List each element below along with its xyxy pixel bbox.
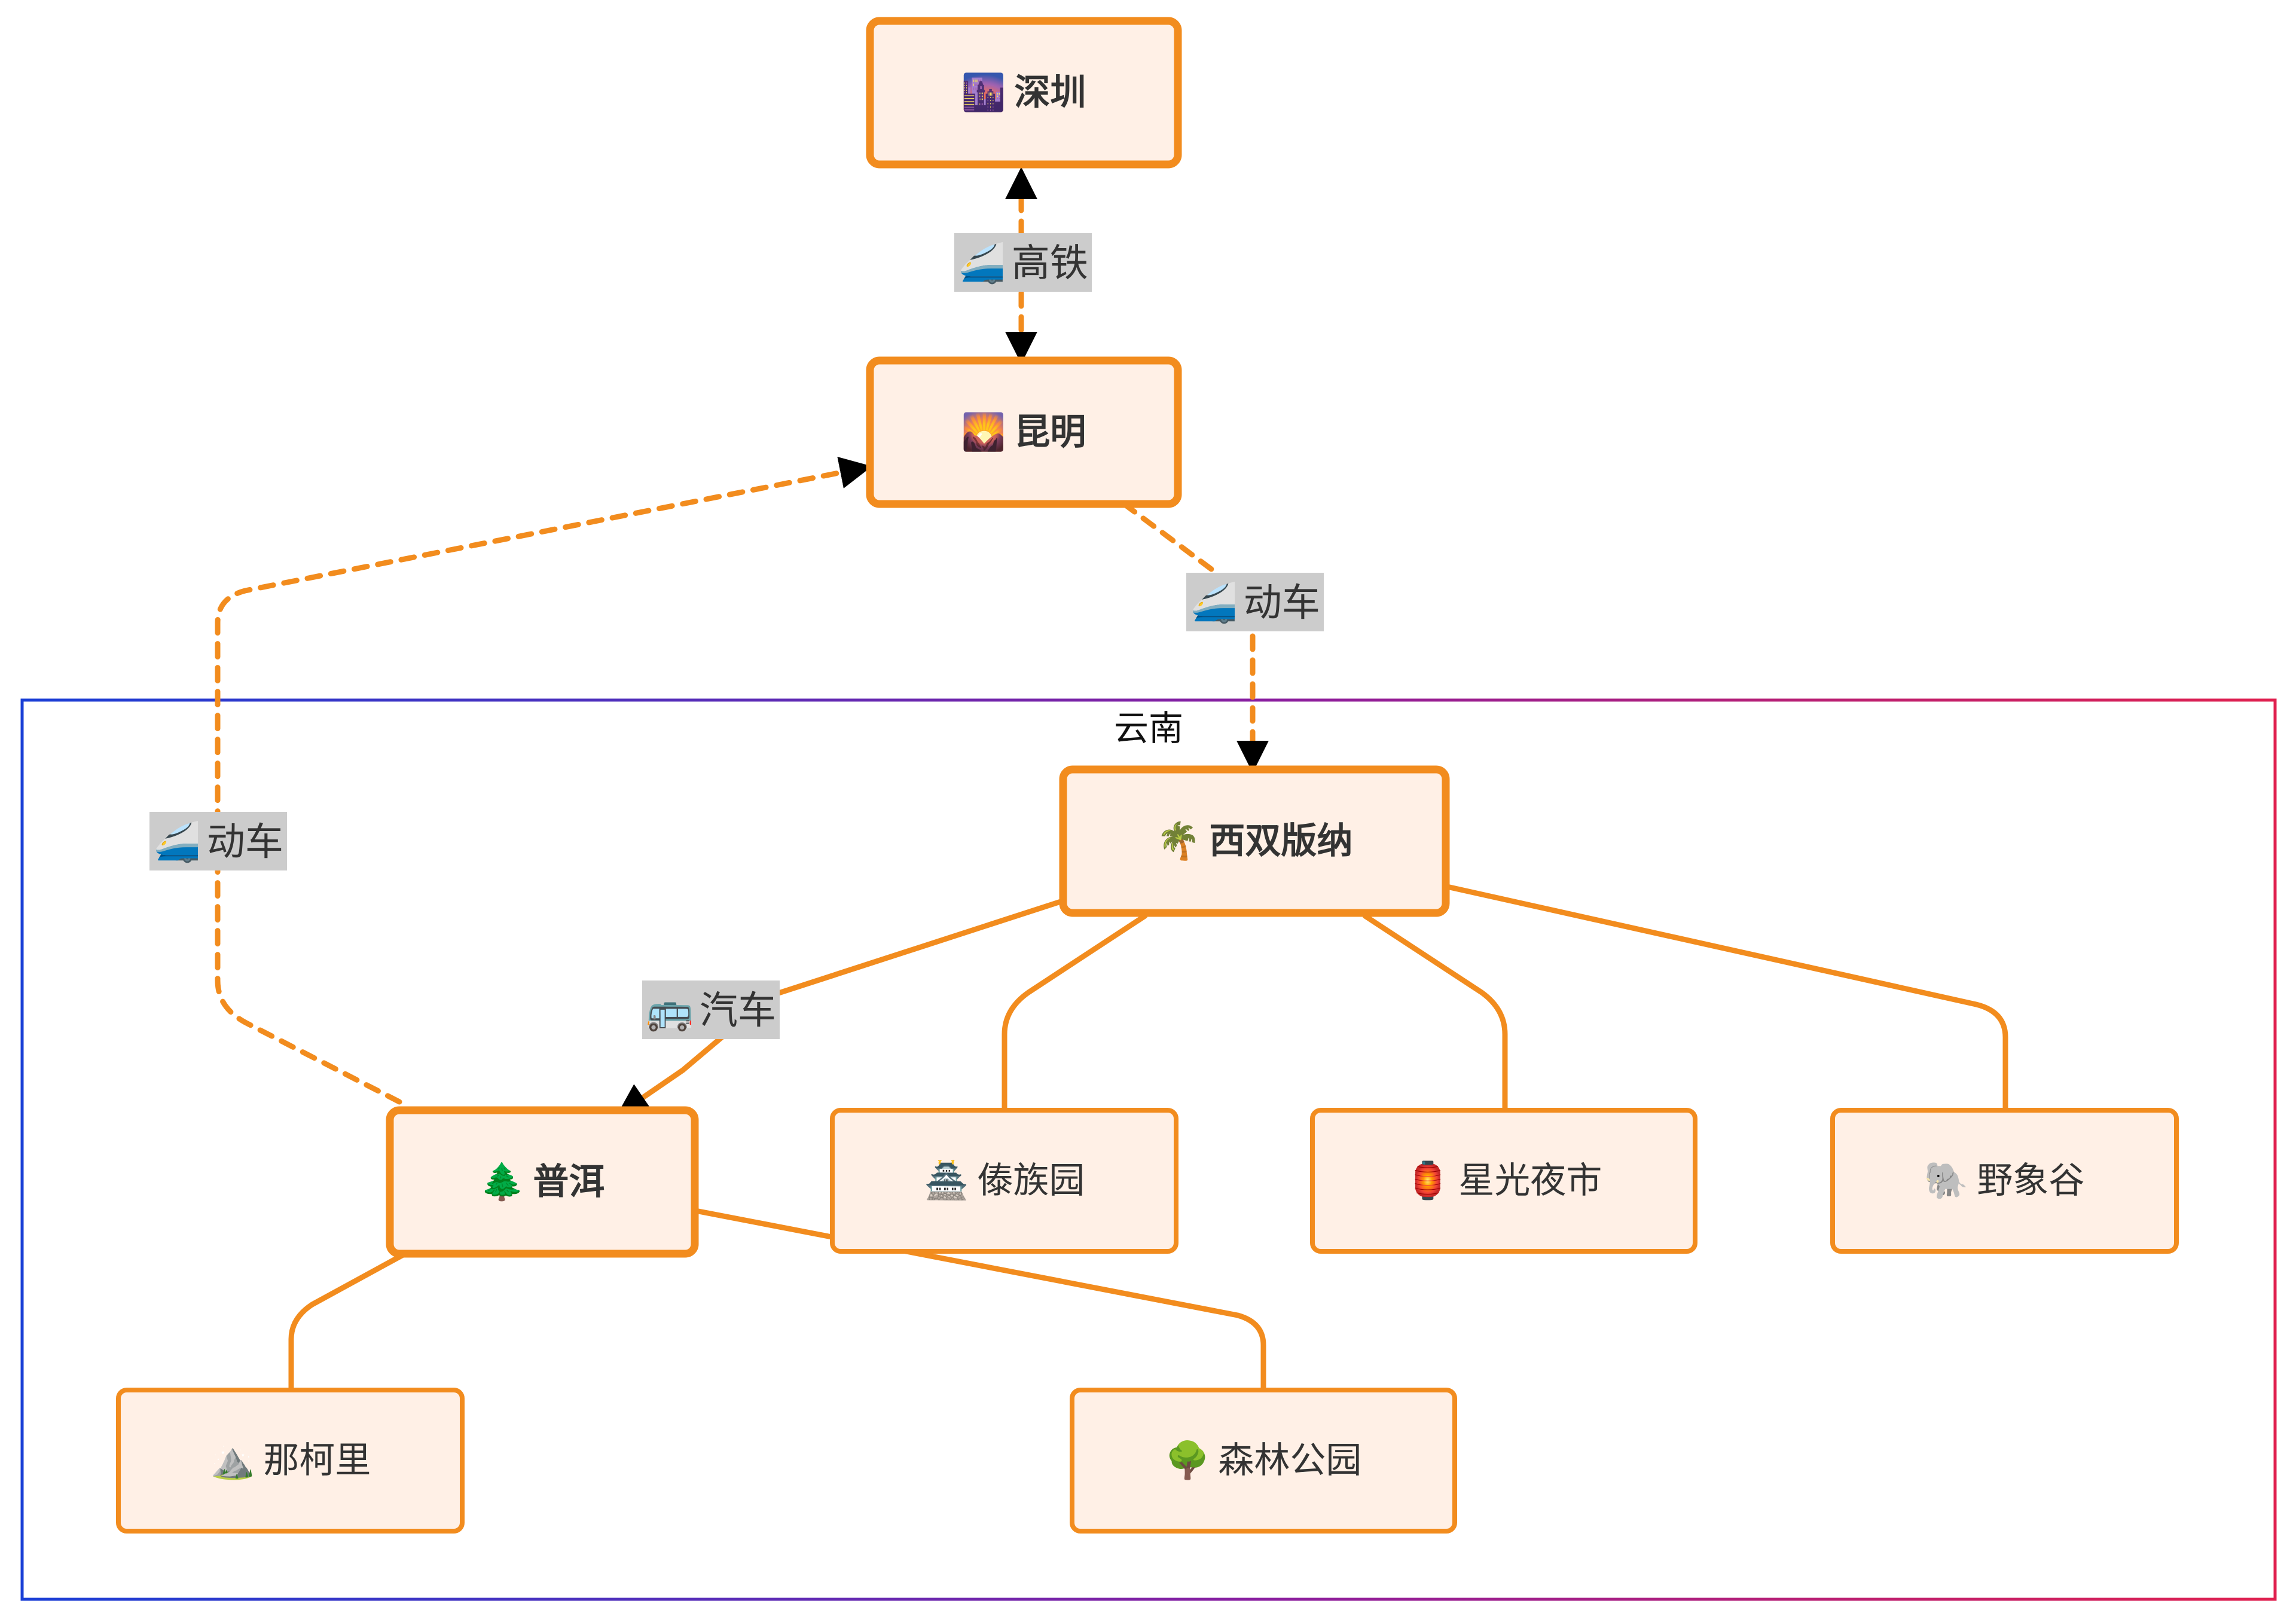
- evergreen-tree-icon: 🌲: [480, 1161, 525, 1203]
- edge-xsbn-night-market: [1362, 913, 1508, 1112]
- svg-text:🚄动车: 🚄动车: [1190, 581, 1320, 625]
- svg-text:🌴西双版纳: 🌴西双版纳: [1156, 820, 1353, 862]
- red-lantern-icon: 🏮: [1406, 1160, 1451, 1202]
- node-daizuyuan[interactable]: 🏯傣族园: [830, 1108, 1178, 1254]
- svg-text:🌲普洱: 🌲普洱: [480, 1161, 605, 1203]
- svg-text:🐘野象谷: 🐘野象谷: [1924, 1160, 2085, 1202]
- bullet-train-icon: 🚄: [1190, 581, 1238, 625]
- svg-text:🌆深圳: 🌆深圳: [961, 72, 1086, 114]
- svg-text:🌄昆明: 🌄昆明: [961, 411, 1086, 453]
- deciduous-tree-icon: 🌳: [1165, 1438, 1210, 1482]
- elephant-icon: 🐘: [1924, 1160, 1969, 1202]
- node-xishuangbanna[interactable]: 🌴西双版纳: [1059, 765, 1450, 917]
- node-kunming[interactable]: 🌄昆明: [866, 356, 1182, 508]
- edge-label-puer-kunming: 🚄动车: [149, 812, 287, 870]
- node-forest-park[interactable]: 🌳森林公园: [1070, 1388, 1457, 1534]
- svg-text:🌳森林公园: 🌳森林公园: [1165, 1438, 1362, 1482]
- node-shenzhen[interactable]: 🌆深圳: [866, 17, 1182, 169]
- mountain-icon: ⛰️: [210, 1440, 255, 1482]
- group-yunnan-box: [20, 698, 2277, 1601]
- palm-tree-icon: 🌴: [1156, 820, 1201, 862]
- edge-puer-kunming: [215, 456, 872, 1105]
- svg-text:🏮星光夜市: 🏮星光夜市: [1406, 1160, 1602, 1202]
- cityscape-dusk-icon: 🌆: [961, 72, 1006, 114]
- svg-text:🚄高铁: 🚄高铁: [958, 242, 1088, 286]
- bullet-train-icon: 🚄: [153, 820, 201, 865]
- group-yunnan-label: 云南: [1114, 708, 1183, 749]
- edge-xsbn-daizuyuan: [1002, 913, 1148, 1112]
- edge-xsbn-wild-elephant: [1444, 884, 2008, 1112]
- svg-text:🏯傣族园: 🏯傣族园: [924, 1159, 1085, 1202]
- bus-icon: 🚌: [646, 989, 694, 1033]
- node-wild-elephant[interactable]: 🐘野象谷: [1830, 1108, 2179, 1254]
- bullet-train-icon: 🚄: [958, 242, 1006, 286]
- svg-text:🚄动车: 🚄动车: [153, 820, 283, 865]
- node-nakeli[interactable]: ⛰️那柯里: [116, 1388, 465, 1534]
- edge-puer-nakeli: [288, 1248, 413, 1392]
- edge-label-kunming-xsbn: 🚄动车: [1186, 573, 1324, 631]
- japanese-castle-icon: 🏯: [924, 1159, 969, 1202]
- edge-puer-forest-park: [692, 1208, 1266, 1392]
- svg-text:⛰️那柯里: ⛰️那柯里: [210, 1440, 371, 1482]
- sunrise-mountains-icon: 🌄: [961, 411, 1006, 453]
- edge-label-xsbn-puer: 🚌汽车: [642, 980, 780, 1039]
- node-night-market[interactable]: 🏮星光夜市: [1310, 1108, 1697, 1254]
- node-puer[interactable]: 🌲普洱: [386, 1106, 699, 1258]
- svg-text:🚌汽车: 🚌汽车: [646, 989, 776, 1033]
- edge-label-shenzhen-kunming: 🚄高铁: [954, 233, 1092, 292]
